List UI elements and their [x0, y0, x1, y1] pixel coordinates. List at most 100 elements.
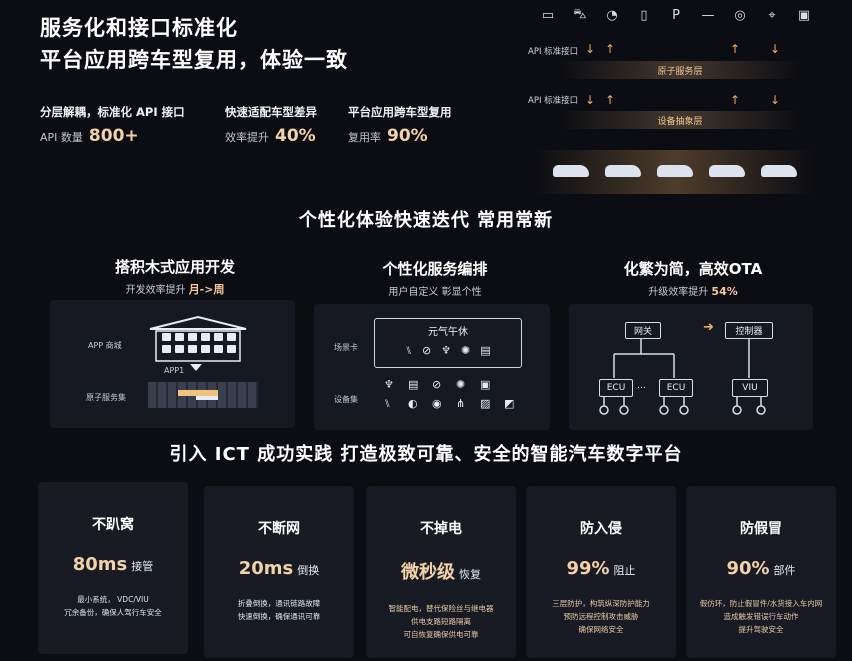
card-anti-intrusion: 防入侵 99%阻止 三层防护，构筑纵深防护能力预防远程控制攻击威胁确保网络安全: [526, 486, 676, 658]
vehicle-lineup: [535, 150, 815, 194]
stat-reuse: 平台应用跨车型复用 复用率 90%: [348, 104, 452, 146]
app1-label: APP1: [164, 366, 185, 375]
camera-icon: ▣: [480, 378, 491, 391]
stat-label: 效率提升: [225, 131, 269, 144]
card-desc-line: 造成触发错误行车动作: [723, 612, 799, 621]
device-set-label: 设备集: [334, 395, 358, 404]
screen-icon: ▭: [541, 7, 555, 23]
app-tile: [162, 333, 171, 341]
card-desc-line: 提升驾驶安全: [738, 625, 784, 634]
app-store-icon: [146, 315, 250, 362]
arrow-down-icon: ↓: [585, 42, 596, 56]
stat-value: 90%: [387, 126, 428, 146]
door-icon: ◩: [504, 397, 515, 410]
scene-icon-row: ⑊⊘♆✺▤: [375, 344, 521, 357]
app-tile: [214, 333, 223, 341]
window-icon: ⊘: [421, 344, 432, 357]
card-desc-line: 假仿环，防止假冒件/水货接入车内网: [699, 599, 823, 608]
gateway-box: 网关: [625, 322, 661, 339]
service-block: [196, 396, 218, 400]
car-icon: [657, 165, 693, 177]
arrow-down-icon: ↓: [585, 93, 596, 107]
card-title: 防假冒: [740, 521, 782, 537]
card-desc-line: 可自恢复确保供电可靠: [403, 630, 479, 639]
card-desc-line: 确保网络安全: [578, 625, 624, 634]
layer-atomic-service: 原子服务层: [560, 61, 800, 79]
card-desc-line: 预防远程控制攻击威胁: [563, 612, 639, 621]
card-value: 微秒级: [401, 562, 455, 583]
scene-card-label: 场景卡: [334, 343, 358, 352]
parking-icon: P: [672, 7, 680, 23]
ellipsis-icon: …: [637, 381, 646, 391]
stat-value: 800+: [88, 126, 139, 146]
card-value: 90%: [726, 558, 770, 579]
scene-name: 元气午休: [428, 327, 468, 338]
card-title: 防入侵: [580, 521, 622, 537]
car-icon: [553, 165, 589, 177]
controller-box: 控制器: [725, 322, 773, 339]
page-title-line1: 服务化和接口标准化: [40, 16, 238, 40]
app-tile: [188, 333, 197, 341]
eye-icon: ◉: [432, 397, 442, 410]
stat-heading: 分层解耦，标准化 API 接口: [40, 105, 185, 119]
panel-service-orchestration: 场景卡 元气午休 ⑊ ⊘ ♆ ✺ ▤ 设备集 ♆ ▤ ⊘ ✺ ▣ ⑊ ◐ ◉ ⋔ ▨ ◩: [314, 304, 550, 430]
app-mall-label: APP 商城: [88, 341, 122, 350]
card-desc-line: 三层防护，构筑纵深防护能力: [552, 599, 650, 608]
card-desc-line: 最小系统， VDC/VIU: [77, 595, 149, 604]
card-unit: 恢复: [459, 568, 481, 581]
stat-label: 复用率: [348, 131, 381, 144]
lamp-icon: ◐: [408, 397, 418, 410]
card-anti-counterfeit: 防假冒 90%部件 假仿环，防止假冒件/水货接入车内网造成触发错误行车动作提升驾…: [686, 486, 836, 658]
section-title-ict: 引入 ICT 成功实践 打造极致可靠、安全的智能汽车数字平台: [169, 444, 683, 465]
card-no-power-loss: 不掉电 微秒级恢复 智能配电，替代保险丝与继电器供电支路短路隔离可自恢复确保供电…: [366, 486, 516, 658]
card-value: 80ms: [72, 554, 128, 575]
app-tile: [201, 333, 210, 341]
battery-icon: ▯: [640, 7, 648, 23]
app-tile: [227, 345, 236, 353]
app-tile: [214, 345, 223, 353]
mirror-icon: ▨: [480, 397, 491, 410]
arrow-right-icon: ➜: [703, 320, 714, 335]
window-icon: ⊘: [432, 378, 442, 391]
light-icon: ♆: [384, 378, 394, 391]
fan-icon: ✺: [456, 378, 466, 391]
car-icon: [605, 165, 641, 177]
panel-app-dev: APP 商城 APP1 原子服务集: [50, 300, 295, 428]
vent-icon: ▤: [408, 378, 419, 391]
ecu-box: ECU: [599, 379, 633, 397]
fan-icon: ✺: [461, 344, 471, 357]
card-unit: 部件: [773, 564, 796, 577]
app-tile: [175, 333, 184, 341]
arrow-down-icon: [190, 364, 202, 371]
app-tile: [201, 345, 210, 353]
card-unit: 阻止: [613, 564, 636, 577]
card-title: 不断网: [258, 521, 300, 537]
atomic-service-grid: [148, 382, 258, 408]
ecu-box: ECU: [659, 379, 693, 397]
card-unit: 接管: [131, 560, 154, 573]
arrow-up-icon: ↑: [730, 93, 741, 107]
seat-icon: ⑊: [384, 397, 391, 410]
viu-box: VIU: [732, 379, 768, 397]
stat-value: 40%: [275, 126, 316, 146]
card-unit: 倒换: [297, 564, 320, 577]
card-desc-line: 供电支路短路隔离: [411, 617, 471, 626]
card-desc-line: 快速倒换，确保通讯可靠: [237, 612, 321, 621]
light-icon: ♆: [441, 344, 452, 357]
card-title: 不趴窝: [92, 517, 134, 533]
panel-ota: 网关 ➜ 控制器 ECU … ECU VIU: [569, 304, 813, 430]
column-title: 化繁为简，高效OTA: [623, 260, 763, 278]
device-icon-row: ▭ ⛍ ◔ ▯ P — ◎ ⌖ ▣: [538, 6, 814, 24]
arrow-down-icon: ↓: [770, 93, 781, 107]
column-subtitle: 开发效率提升: [125, 285, 186, 296]
wiper-icon: ⋔: [456, 397, 466, 410]
stat-heading: 平台应用跨车型复用: [348, 105, 452, 119]
arrow-down-icon: ↓: [770, 42, 781, 56]
dash-icon: —: [701, 7, 715, 23]
column-highlight: 月->周: [188, 283, 225, 296]
device-icon-grid: ♆ ▤ ⊘ ✺ ▣ ⑊ ◐ ◉ ⋔ ▨ ◩: [384, 378, 522, 410]
app-grid: [162, 333, 236, 353]
